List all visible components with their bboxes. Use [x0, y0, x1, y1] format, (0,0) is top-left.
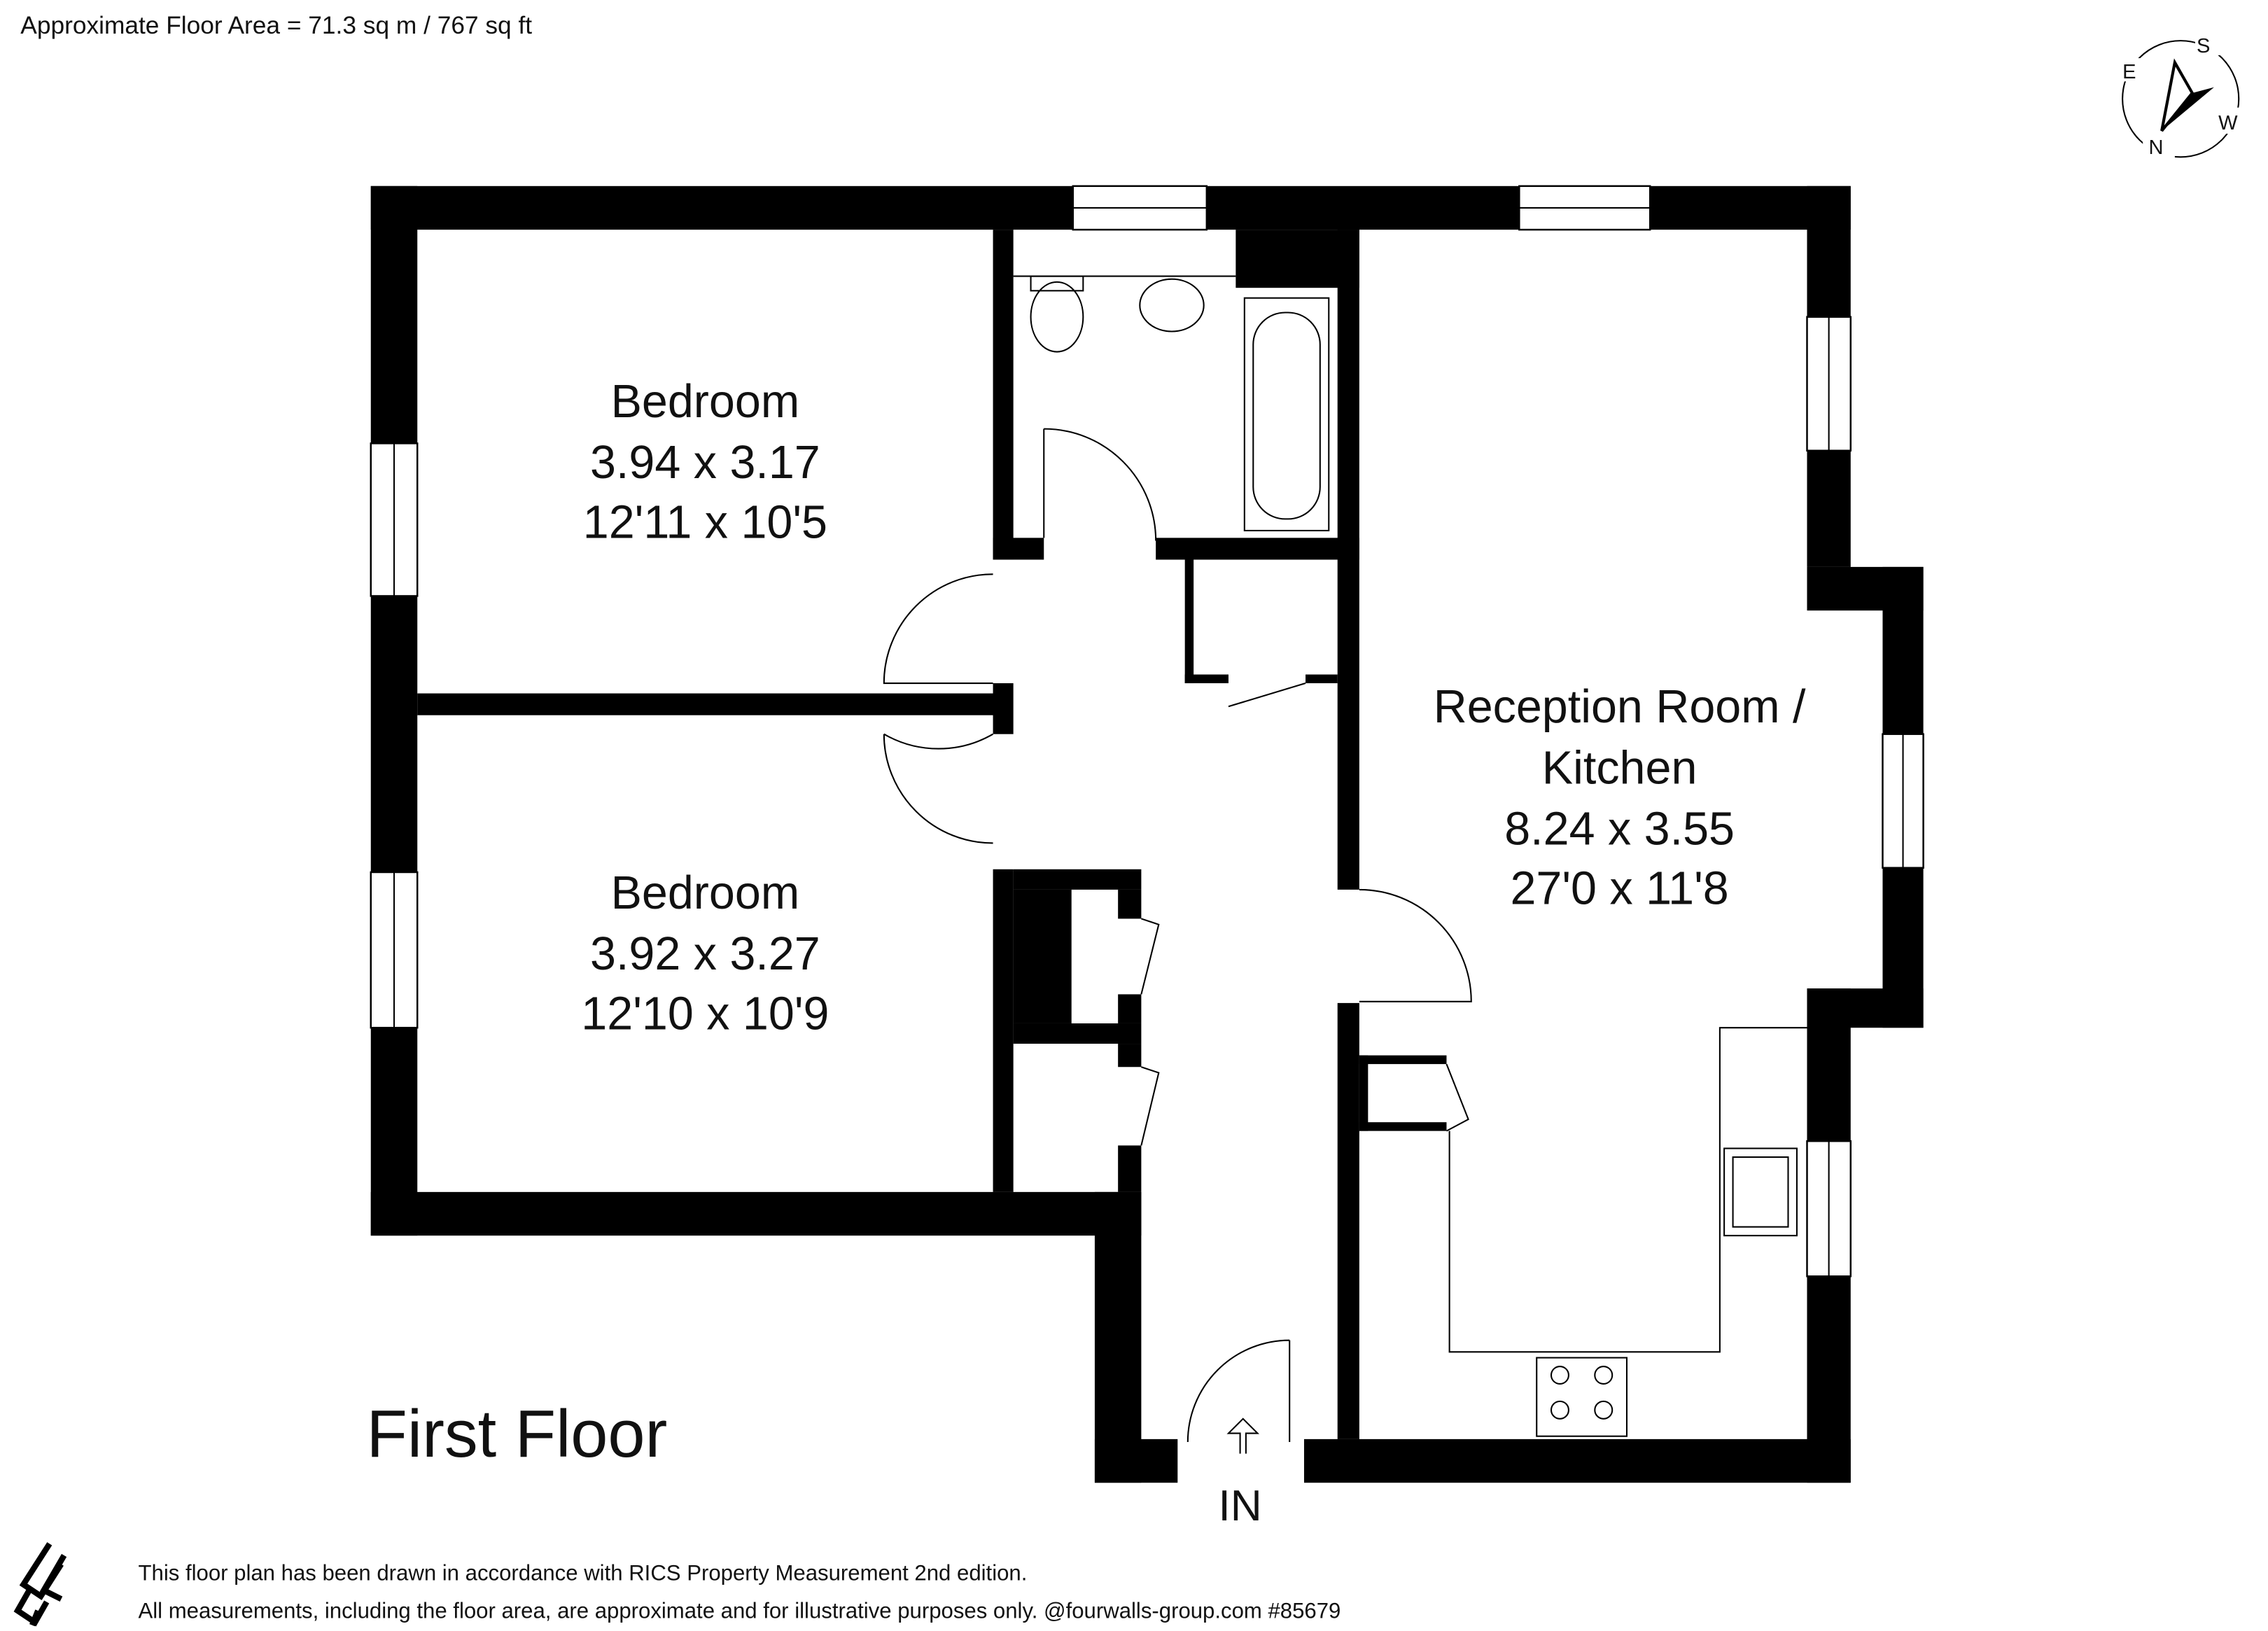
- compass-n: N: [2149, 136, 2164, 159]
- entrance-label: IN: [1218, 1482, 1261, 1530]
- compass-icon: S E W N: [2116, 31, 2248, 160]
- room-imperial: 12'10 x 10'9: [581, 988, 829, 1040]
- room-metric: 8.24 x 3.55: [1504, 804, 1735, 855]
- compass-s: S: [2197, 35, 2210, 57]
- entrance-arrow-icon: [1226, 1418, 1260, 1454]
- room-metric: 3.92 x 3.27: [590, 928, 820, 980]
- room-name: Bedroom: [611, 376, 800, 428]
- bathroom-fixtures: [1013, 275, 1330, 532]
- footer-line-1: This floor plan has been drawn in accord…: [138, 1560, 1027, 1585]
- floor-area-text: Approximate Floor Area = 71.3 sq m / 767…: [20, 12, 532, 39]
- windows: [370, 185, 1924, 1278]
- compass-e: E: [2122, 61, 2136, 83]
- doors: [883, 428, 1472, 1443]
- room-metric: 3.94 x 3.17: [590, 437, 820, 489]
- compass-w: W: [2218, 112, 2238, 134]
- fourwalls-logo: [13, 1542, 67, 1627]
- room-name: Reception Room /: [1434, 681, 1806, 733]
- room-name-2: Kitchen: [1542, 742, 1698, 794]
- floor-label: First Floor: [367, 1397, 668, 1471]
- kitchen-fixtures: [1448, 1027, 1807, 1437]
- footer-line-2: All measurements, including the floor ar…: [138, 1598, 1340, 1623]
- room-imperial: 12'11 x 10'5: [583, 496, 827, 548]
- room-name: Bedroom: [611, 867, 800, 919]
- room-imperial: 27'0 x 11'8: [1510, 863, 1728, 915]
